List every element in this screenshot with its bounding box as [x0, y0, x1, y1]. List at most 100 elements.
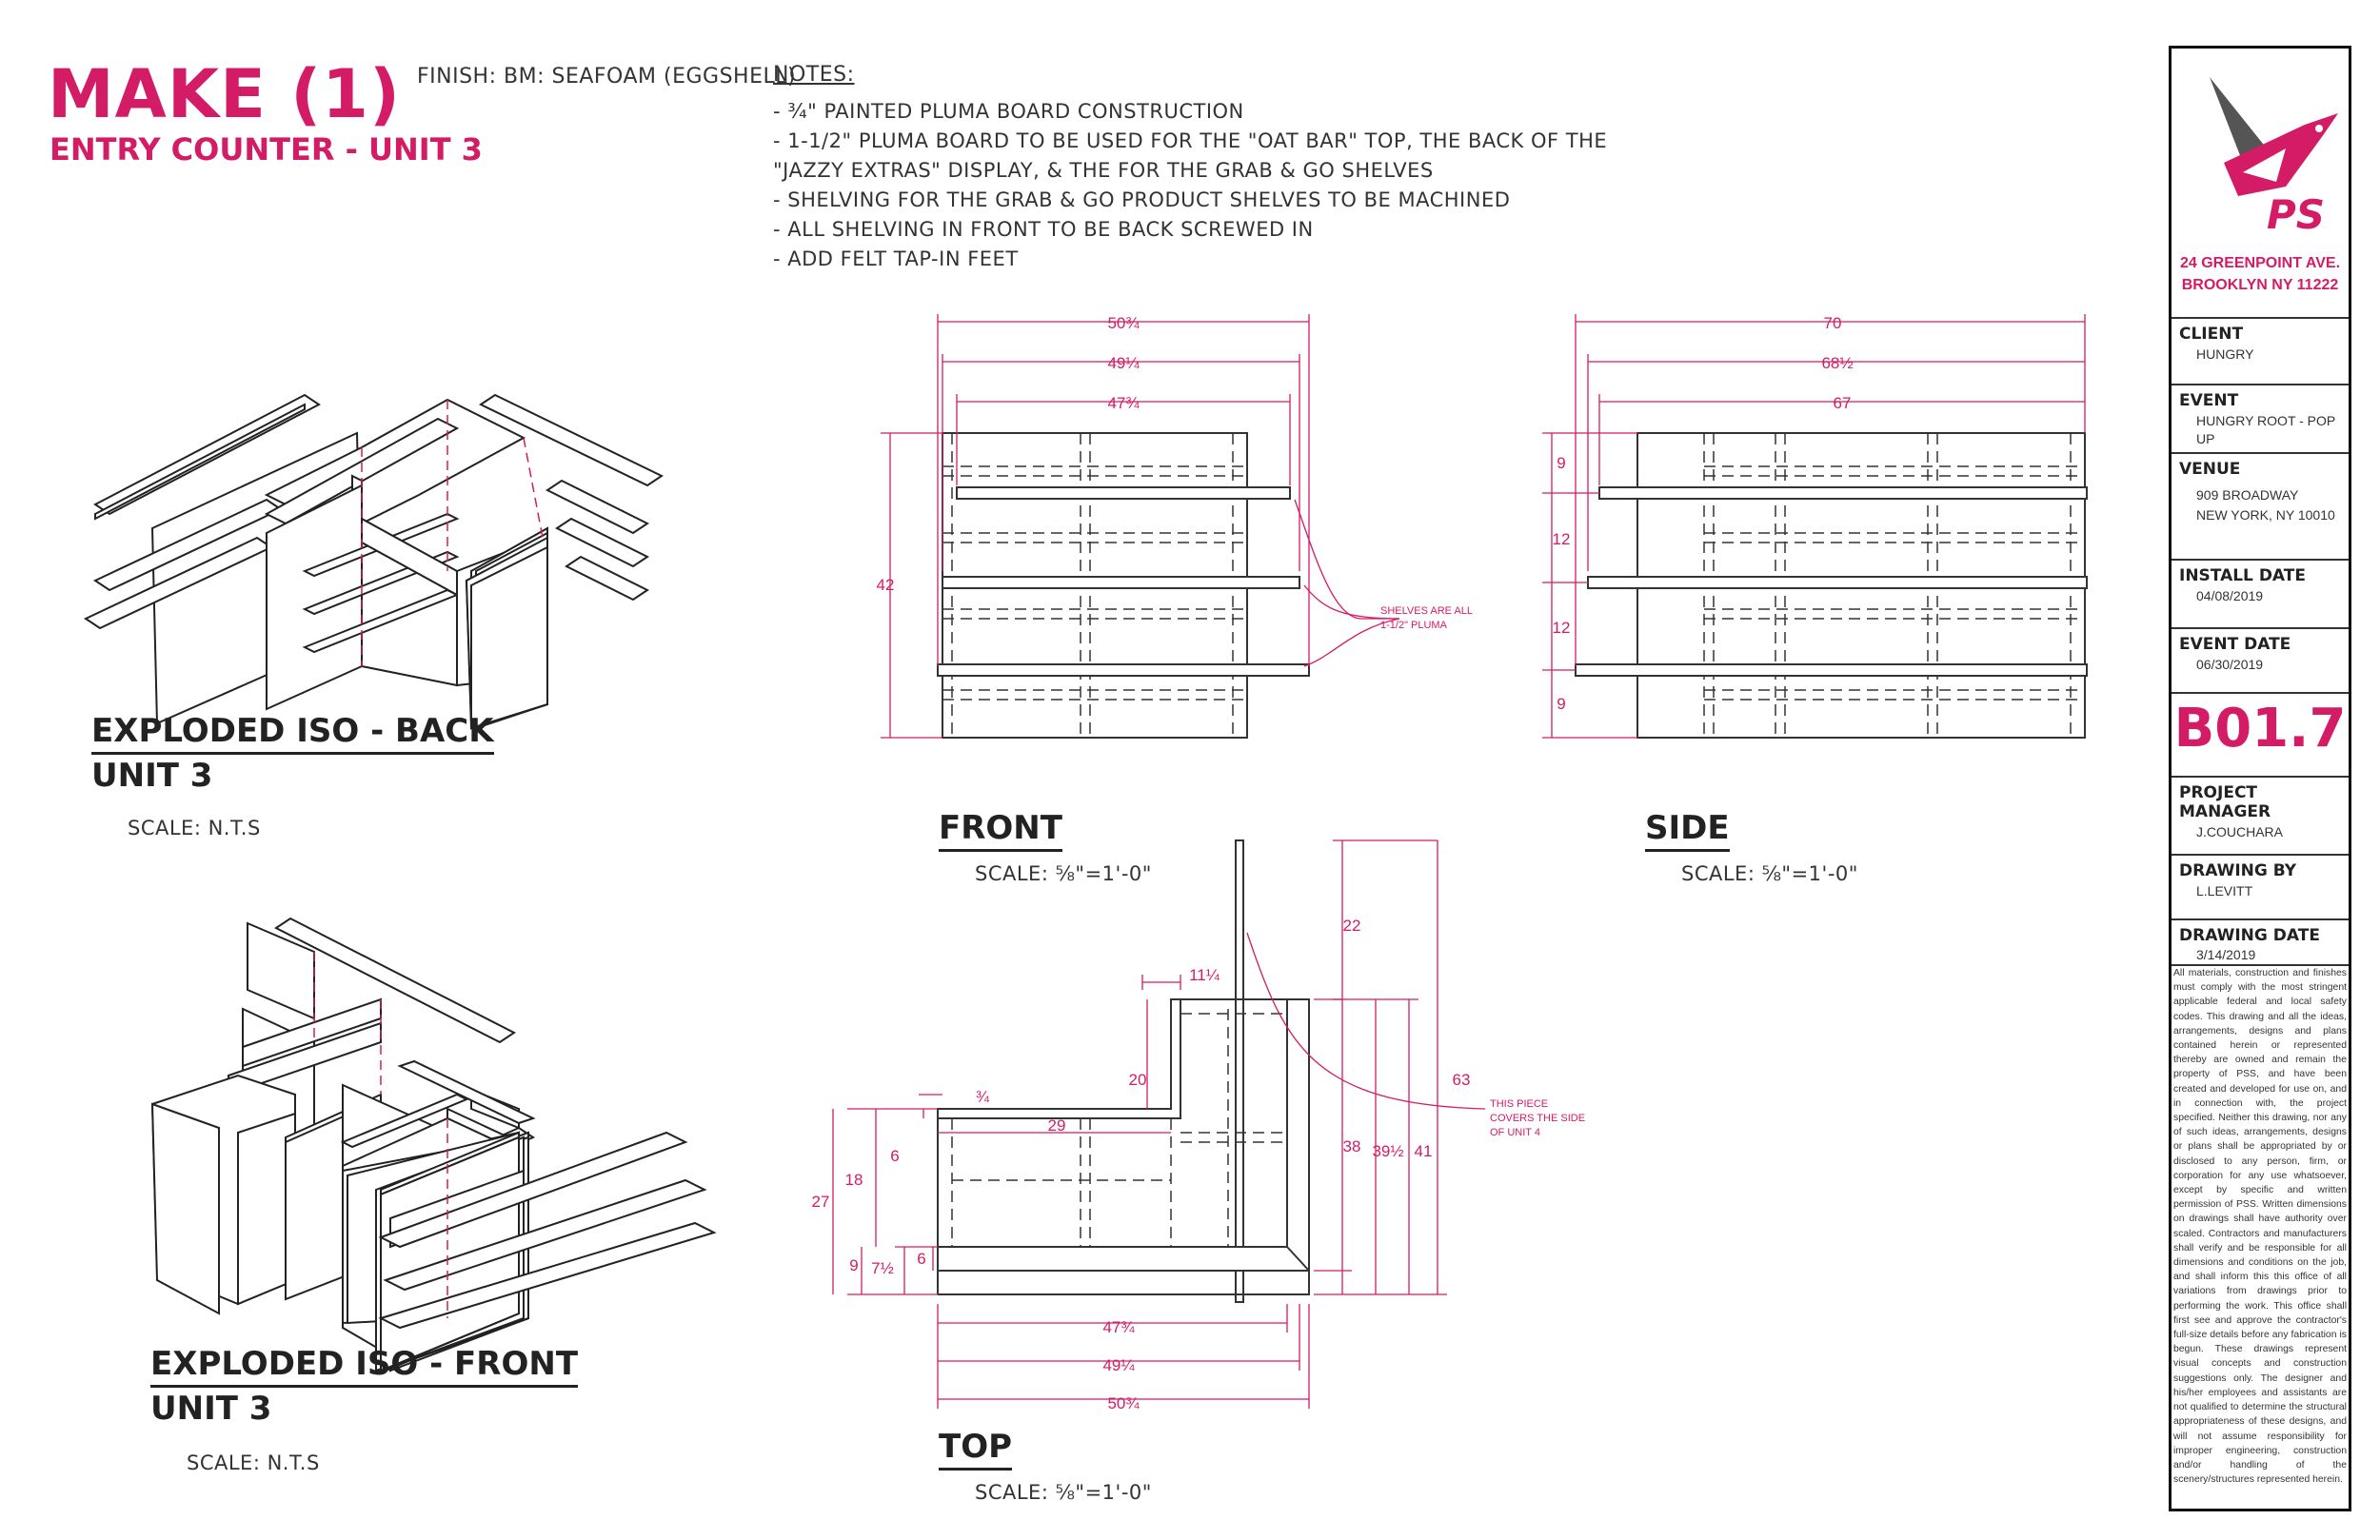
install-label: INSTALL DATE [2179, 566, 2306, 585]
note-item: - SHELVING FOR THE GRAB & GO PRODUCT SHE… [773, 188, 1511, 211]
note-item: - ADD FELT TAP-IN FEET [773, 247, 1019, 270]
callout-text: OF UNIT 4 [1490, 1127, 1540, 1138]
top-view-drawing [937, 839, 1310, 1303]
front-view-scale: SCALE: ⅝"=1'-0" [975, 862, 1152, 885]
dim-label: 29 [1048, 1116, 1066, 1135]
side-view-drawing [1575, 432, 2088, 739]
tb-pm: PROJECT MANAGER J.COUCHARA [2172, 776, 2349, 854]
dim-label: ¾ [976, 1088, 990, 1106]
callout-text: THIS PIECE [1490, 1098, 1548, 1110]
dim-label: 47¾ [1102, 1318, 1135, 1336]
notes-heading: NOTES: [773, 63, 855, 87]
venue-label: VENUE [2179, 460, 2241, 479]
tb-event-date: EVENT DATE 06/30/2019 [2172, 627, 2349, 692]
dim-label: 9 [1557, 695, 1565, 713]
tb-date: DRAWING DATE [2172, 918, 2349, 966]
studio-address: 24 GREENPOINT AVE. BROOKLYN NY 11222 [2172, 252, 2349, 296]
notes-list: - ¾" PAINTED PLUMA BOARD CONSTRUCTION - … [773, 97, 1607, 274]
legal-disclaimer: All materials, construction and finishes… [2173, 968, 2347, 1486]
sheet-title: MAKE (1) [48, 55, 401, 133]
front-view-title: FRONT [939, 809, 1062, 852]
tb-drawn: DRAWING BY L.LEVITT [2172, 854, 2349, 918]
side-dimensions [1542, 314, 2086, 739]
tb-number-sec [2172, 692, 2349, 778]
top-view-title: TOP [939, 1428, 1013, 1471]
iso-front-dashed [313, 952, 448, 1318]
sheet-subtitle: ENTRY COUNTER - UNIT 3 [50, 131, 483, 168]
dim-label: 49¼ [1107, 354, 1140, 372]
dim-label: 20 [1129, 1071, 1147, 1089]
title-block: PS 24 GREENPOINT AVE. BROOKLYN NY 11222 … [2169, 46, 2351, 1511]
front-dimensions [881, 314, 1400, 739]
drawing-canvas: 50¾ 49¼ 47¾ 42 SHELVES ARE ALL 1-1/2" PL… [83, 314, 2088, 1412]
iso-back-scale: SCALE: N.T.S [128, 817, 261, 839]
iso-front-scale: SCALE: N.T.S [187, 1451, 320, 1474]
install-value: 04/08/2019 [2196, 588, 2264, 603]
dim-label: 6 [890, 1147, 899, 1165]
iso-back-dashed [361, 400, 544, 666]
address-line: 24 GREENPOINT AVE. [2179, 255, 2341, 271]
date-label: DRAWING DATE [2179, 926, 2320, 945]
pm-value: J.COUCHARA [2196, 824, 2284, 839]
ps-logo: PS [2172, 58, 2349, 248]
note-item: "JAZZY EXTRAS" DISPLAY, & THE FOR THE GR… [773, 159, 1434, 182]
dim-label: 18 [845, 1171, 863, 1189]
bird-icon [2210, 77, 2338, 196]
side-view-title: SIDE [1645, 809, 1730, 852]
tb-install: INSTALL DATE 04/08/2019 [2172, 559, 2349, 627]
side-view-scale: SCALE: ⅝"=1'-0" [1681, 862, 1858, 885]
top-view-scale: SCALE: ⅝"=1'-0" [975, 1481, 1152, 1504]
event-date-label: EVENT DATE [2179, 635, 2291, 654]
venue-line: NEW YORK, NY 10010 [2196, 507, 2335, 523]
note-item: - ALL SHELVING IN FRONT TO BE BACK SCREW… [773, 218, 1314, 241]
dim-label: 22 [1343, 917, 1361, 935]
iso-front-title: EXPLODED ISO - FRONT [150, 1345, 579, 1388]
callout-text: 1-1/2" PLUMA [1380, 620, 1448, 631]
tb-client: CLIENT HUNGRY [2172, 317, 2349, 384]
iso-back-drawing [83, 393, 664, 730]
front-view-drawing [937, 432, 1310, 739]
dim-label: 27 [812, 1193, 830, 1211]
tb-event: EVENT HUNGRY ROOT - POP UP [2172, 384, 2349, 452]
top-dimensions [832, 839, 1486, 1409]
dim-label: 50¾ [1107, 314, 1140, 332]
iso-front-drawing [150, 917, 717, 1372]
event-date-value: 06/30/2019 [2196, 657, 2264, 672]
dim-label: 70 [1824, 314, 1842, 332]
client-label: CLIENT [2179, 325, 2244, 344]
iso-back-title: EXPLODED ISO - BACK [91, 712, 494, 755]
dimension-labels: 50¾ 49¼ 47¾ 42 SHELVES ARE ALL 1-1/2" PL… [812, 314, 1854, 1412]
dim-label: 49¼ [1102, 1356, 1135, 1374]
iso-front-unit: UNIT 3 [150, 1390, 272, 1428]
dim-label: 9 [849, 1256, 858, 1274]
dim-label: 50¾ [1107, 1394, 1140, 1412]
dim-label: 7½ [871, 1259, 894, 1277]
dim-label: 39½ [1372, 1142, 1403, 1160]
dim-label: 12 [1553, 619, 1571, 637]
drawn-label: DRAWING BY [2179, 861, 2297, 880]
note-item: - 1-1/2" PLUMA BOARD TO BE USED FOR THE … [773, 129, 1608, 152]
event-label: EVENT [2179, 391, 2239, 410]
drawn-value: L.LEVITT [2196, 883, 2253, 898]
address-line: BROOKLYN NY 11222 [2181, 277, 2339, 293]
dim-label: 47¾ [1107, 394, 1140, 412]
dim-label: 38 [1343, 1137, 1361, 1155]
drawing-number: B01.7 [2173, 698, 2347, 760]
tb-venue: VENUE 909 BROADWAY NEW YORK, NY 10010 [2172, 452, 2349, 559]
note-item: - ¾" PAINTED PLUMA BOARD CONSTRUCTION [773, 100, 1244, 123]
venue-line: 909 BROADWAY [2196, 487, 2299, 503]
finish-spec: FINISH: BM: SEAFOAM (EGGSHELL) [417, 65, 797, 89]
dim-label: 9 [1557, 454, 1565, 472]
dim-label: 63 [1453, 1071, 1471, 1089]
dim-label: 42 [877, 576, 895, 594]
client-value: HUNGRY [2196, 346, 2254, 362]
iso-back-unit: UNIT 3 [91, 757, 213, 795]
callout-text: COVERS THE SIDE [1490, 1113, 1585, 1124]
date-value: 3/14/2019 [2196, 947, 2256, 962]
dim-label: 41 [1415, 1142, 1433, 1160]
dim-label: 6 [917, 1250, 925, 1268]
event-value: HUNGRY ROOT - POP UP [2196, 413, 2335, 446]
logo-text: PS [2267, 191, 2326, 238]
pm-label: PROJECT MANAGER [2179, 783, 2271, 821]
dim-label: 11¼ [1189, 966, 1220, 984]
